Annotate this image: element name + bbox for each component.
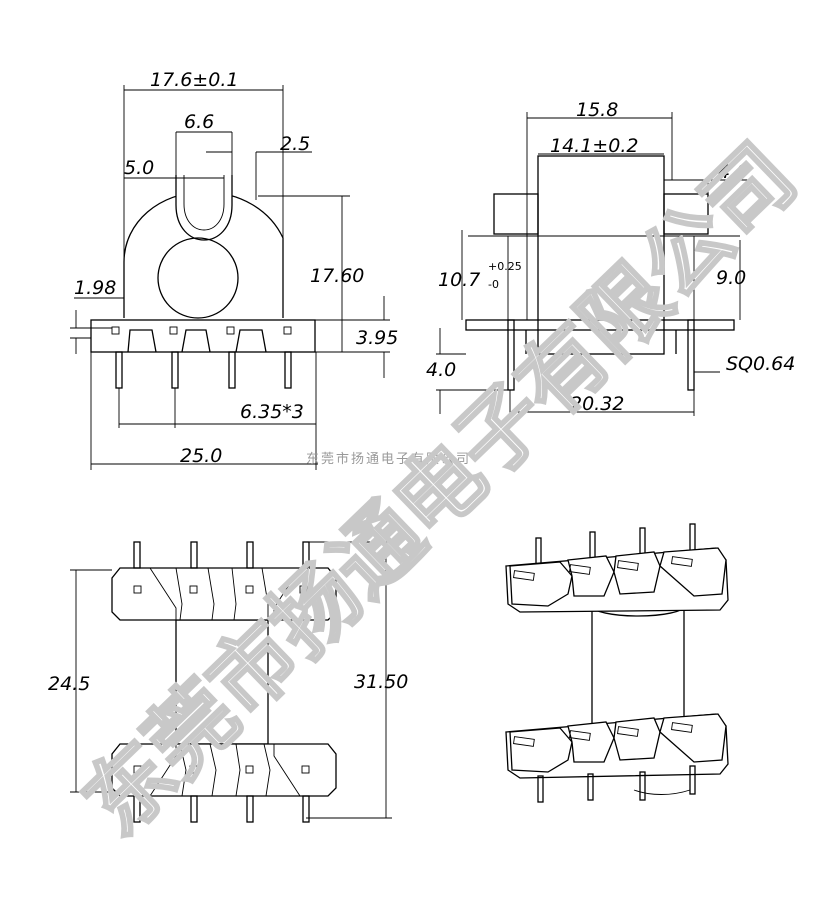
dim-side-height-tol-upper: +0.25 [488,260,522,273]
dim-height-main: 17.60 [310,265,364,287]
isometric-view [505,523,729,803]
dim-side-height-main: 10.7 [438,269,480,291]
bottom-view: 24.5 31.50 [48,541,408,823]
dim-pin-length: 4.0 [426,359,456,381]
dim-side-height-tol-lower: -0 [488,278,499,291]
side-pin-right [687,319,695,391]
dim-top-width: 17.6±0.1 [150,69,238,91]
side-flange [465,319,735,331]
bottom-flange-top [111,567,337,621]
dim-base-width: 25.0 [180,445,222,467]
dim-side-height-right: 9.0 [716,267,746,289]
dim-flange-height: 3.95 [356,327,398,349]
dim-bottom-inner: 24.5 [48,673,90,695]
dim-pin-pitch: 6.35*3 [240,401,304,423]
front-flange [90,319,316,353]
side-top-block-left [493,193,539,235]
dim-wall: 2.5 [280,133,310,155]
dim-row-spacing: 20.32 [570,393,624,415]
company-caption: 东莞市扬通电子有限公司 [306,451,471,467]
side-view: 15.8 14.1±0.2 4.0 10.7 +0.25 -0 9.0 4.0 … [426,99,795,416]
side-pin-left [507,319,515,391]
dim-bottom-outer: 31.50 [354,671,408,693]
front-core [157,237,239,319]
dim-flange-offset: 1.98 [74,277,116,299]
dim-side-outer: 15.8 [576,99,618,121]
dim-side-inner: 14.1±0.2 [550,135,638,157]
side-core [537,155,665,355]
dim-side-small: 4.0 [718,161,748,183]
bottom-flange-bottom [111,743,337,797]
dim-inner: 5.0 [124,157,154,179]
front-view: 17.6±0.1 6.6 2.5 5.0 17.60 1.98 3.95 6.3… [70,69,398,470]
dim-pin-size: SQ0.64 [726,353,795,375]
front-pins [115,351,292,389]
dim-slot-width: 6.6 [184,111,214,133]
